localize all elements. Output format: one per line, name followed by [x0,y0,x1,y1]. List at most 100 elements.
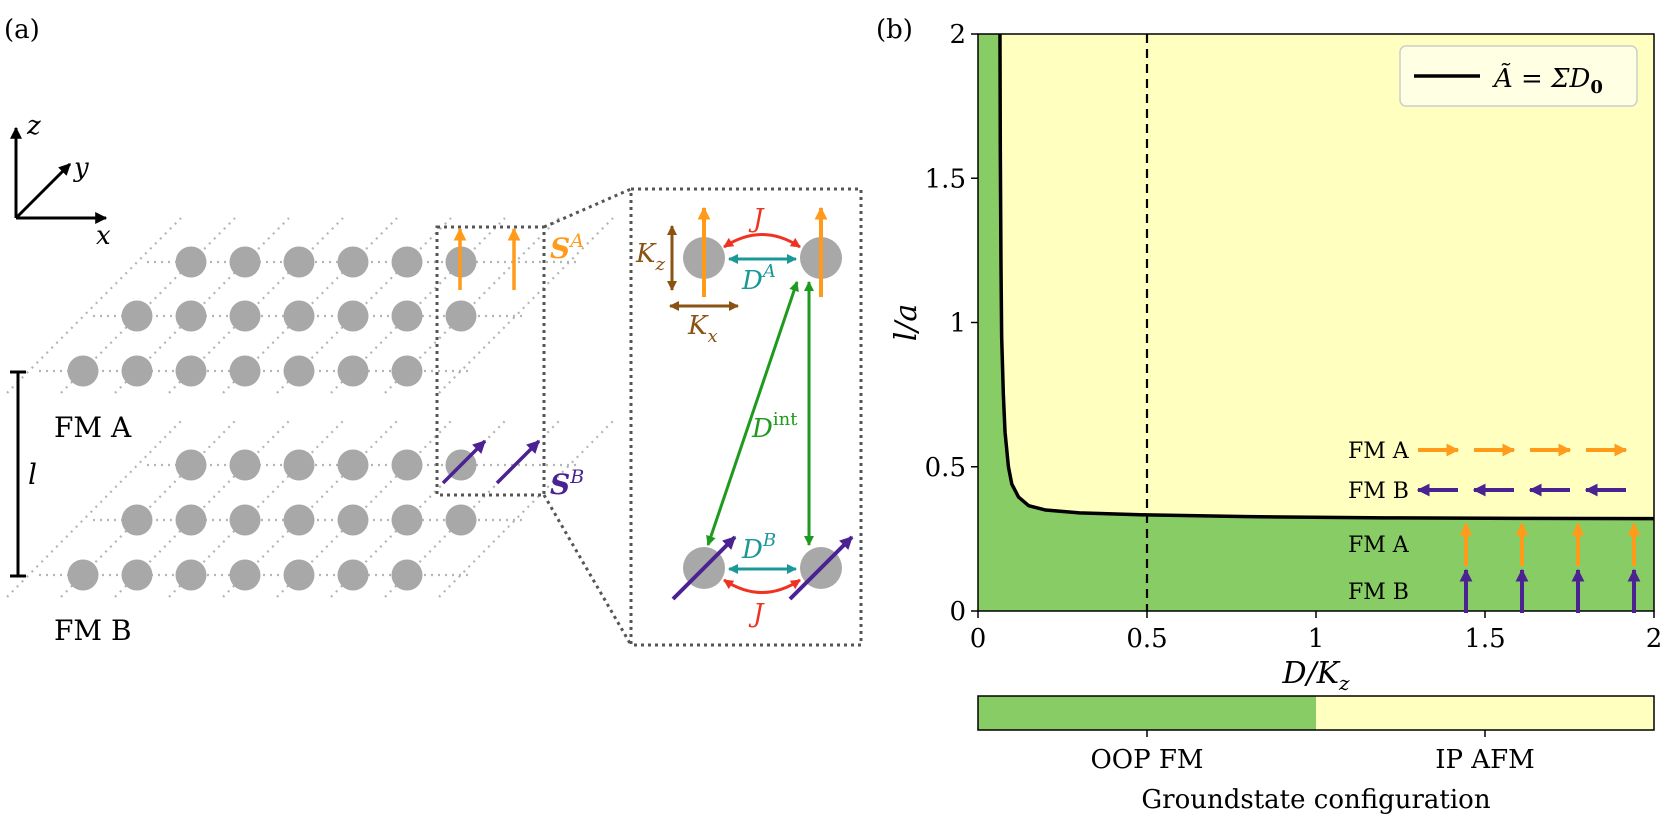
y-axis-label: l/a [889,304,924,342]
state-label: FM B [1348,479,1409,504]
x-tick-label: 1 [1308,624,1325,654]
x-tick-label: 2 [1646,624,1661,654]
atom [229,246,261,278]
phase-diagram: 00 0.5 0.5 1 1 1.5 1.5 2 2D/Kz l/a Ã = ΣD0 FM A FM B… [889,20,1661,695]
y-tick-label: 0.5 [925,453,966,483]
y-tick-label: 1.5 [925,164,966,194]
exchange-j-bottom-label: J [748,599,765,629]
atom [337,504,369,536]
x-tick-label: 1.5 [1464,624,1505,654]
panel-b-label: (b) [876,15,913,45]
selection-box [435,225,546,497]
y-tick-label: 2 [949,20,966,50]
panel-a: (a) z y x FM A FM B l SA [4,15,863,647]
atom [121,355,153,387]
panel-a-label: (a) [4,15,40,45]
atom [229,504,261,536]
lattice-spins [441,227,541,485]
state-label: FM A [1348,533,1410,558]
z-axis-label: z [26,111,41,141]
atom [175,246,207,278]
y-tick-label: 0 [949,597,966,627]
atom [175,504,207,536]
inset-spin-b-arrow [671,535,737,601]
legend-box [1399,45,1638,107]
spin-b-arrow [441,439,487,485]
colorbar-label-oop-fm: OOP FM [1090,745,1203,775]
y-tick-label: 1 [949,309,966,339]
spin-b-arrow [495,439,541,485]
dmi-b-label: DB [741,530,776,565]
atom [337,559,369,591]
y-axis-arrow [14,162,72,220]
region-ip-afm [999,34,1654,519]
state-label: FM B [1348,580,1409,605]
x-axis-label: x [96,221,111,251]
exchange-j-bottom-arrow [723,578,801,594]
atom [283,355,315,387]
spin-b-label: SB [550,466,584,501]
exchange-j-top-label: J [748,204,765,234]
atom [337,355,369,387]
groundstate-colorbar: OOP FM IP AFM Groundstate configuration [977,695,1655,815]
atom [391,355,423,387]
atom [175,355,207,387]
panel-b: (b) 00 0.5 0.5 1 1 1.5 1.5 2 2D/Kz l/a Ã = ΣD0 FM A… [876,15,1661,815]
atom [445,300,477,332]
atom [391,246,423,278]
colorbar-ip-afm [1316,696,1654,730]
coordinate-triad [10,126,108,224]
colorbar-title: Groundstate configuration [1141,785,1490,815]
x-axis-label: D/Kz [1281,656,1350,695]
state-label: FM A [1348,439,1410,464]
legend-label: Ã = ΣD0 [1492,62,1603,98]
atom [121,504,153,536]
atom [229,355,261,387]
atom [391,300,423,332]
atom [229,559,261,591]
atom [283,246,315,278]
atom [67,355,99,387]
atom [337,246,369,278]
separation-bar [10,370,26,578]
y-axis-label: y [73,153,89,183]
colorbar-frame [977,695,1655,731]
colorbar-label-ip-afm: IP AFM [1435,745,1534,775]
atom [121,559,153,591]
x-tick-label: 0 [970,624,987,654]
atom [391,449,423,481]
dint-label: Dint [751,409,798,444]
atom [175,449,207,481]
atom [283,559,315,591]
atom [121,300,153,332]
phase-boundary-line [998,33,1655,521]
exchange-j-top-arrow [723,233,801,249]
atom [283,504,315,536]
x-tick-label: 0.5 [1126,624,1167,654]
separation-label: l [28,458,37,491]
atom [229,449,261,481]
atom [175,559,207,591]
dint-diagonal-arrow [706,281,799,546]
legend: Ã = ΣD0 [1399,45,1638,107]
atom [445,504,477,536]
lattice-bonds [6,217,614,598]
colorbar-oop-fm [978,696,1316,730]
atom [283,300,315,332]
atom [175,300,207,332]
atom [283,449,315,481]
atom [391,559,423,591]
interaction-inset: J DA Kz Kx Dint DB J [629,187,863,647]
anisotropy-kz-label: Kz [635,239,665,275]
zoom-connector [542,187,633,646]
atom [337,300,369,332]
atom [229,300,261,332]
atom [391,504,423,536]
spin-a-label: SA [550,230,584,265]
atom [337,449,369,481]
atom [67,559,99,591]
fm-b-layer-label: FM B [54,614,132,647]
fm-a-layer-label: FM A [54,411,132,444]
